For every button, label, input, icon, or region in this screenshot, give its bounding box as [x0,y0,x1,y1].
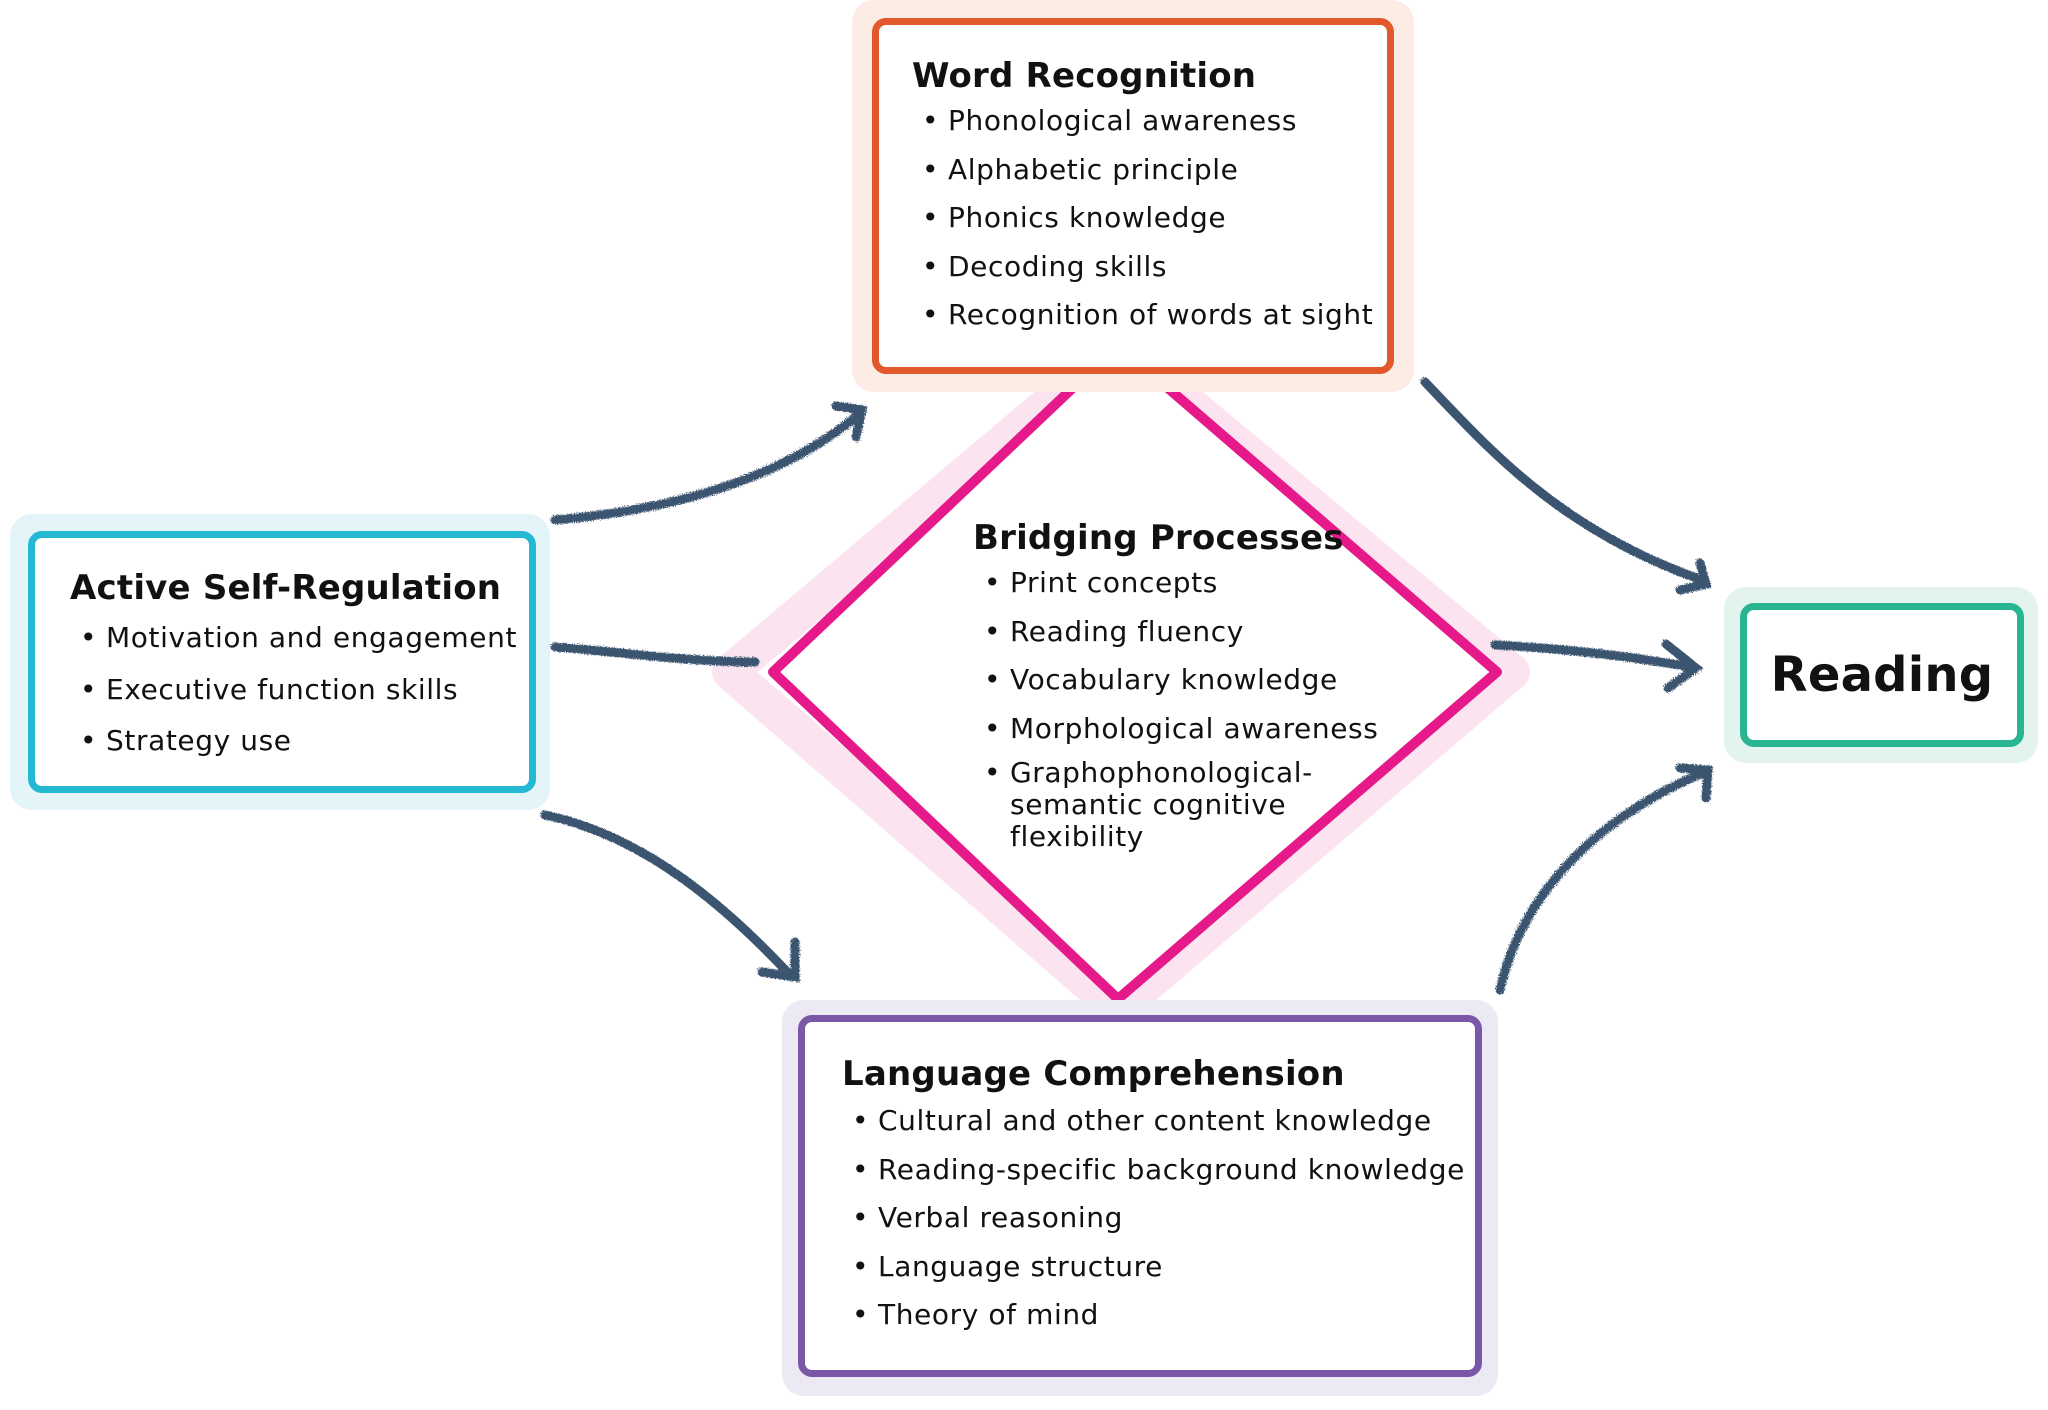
bridging-processes-list: Print concepts Reading fluency Vocabular… [984,563,1378,853]
word-recognition-list: Phonological awareness Alphabetic princi… [922,101,1373,344]
arrow-bridging-to-reading [1490,640,1697,672]
list-item: Executive function skills [80,670,517,722]
list-item: Graphophonological-semantic cognitive fl… [984,757,1340,853]
list-item: Phonics knowledge [922,198,1373,247]
list-item: Phonological awareness [922,101,1373,150]
bridging-processes-title: Bridging Processes [973,518,1344,558]
language-comprehension-title: Language Comprehension [842,1054,1345,1094]
list-item: Motivation and engagement [80,618,517,670]
self-regulation-title: Active Self-Regulation [70,568,502,608]
list-item: Verbal reasoning [852,1198,1465,1247]
self-regulation-list: Motivation and engagement Executive func… [80,618,517,773]
reading-title: Reading [1770,647,1994,703]
list-item: Cultural and other content knowledge [852,1101,1465,1150]
list-item: Vocabulary knowledge [984,660,1378,709]
arrowhead-word-recognition-to-reading [1675,558,1712,595]
word-recognition-title: Word Recognition [912,56,1257,96]
arrow-word-recognition-to-reading [1420,377,1707,585]
list-item: Strategy use [80,721,517,773]
arrowhead-self-regulation-to-word-recognition [831,401,868,442]
list-item: Alphabetic principle [922,150,1373,199]
arrow-language-comprehension-to-reading [1495,767,1710,995]
list-item: Language structure [852,1247,1465,1296]
list-item: Theory of mind [852,1295,1465,1344]
list-item: Reading fluency [984,612,1378,661]
arrowhead-self-regulation-to-language-comprehension [757,937,800,983]
list-item: Reading-specific background knowledge [852,1150,1465,1199]
reading-box [1740,603,2024,747]
arrow-self-regulation-to-word-recognition [550,410,863,525]
arrow-self-regulation-to-bridging [550,642,760,667]
arrowhead-bridging-to-reading [1661,639,1704,693]
language-comprehension-list: Cultural and other content knowledge Rea… [852,1101,1465,1344]
list-item: Print concepts [984,563,1378,612]
list-item: Decoding skills [922,247,1373,296]
list-item: Recognition of words at sight [922,295,1373,344]
arrowhead-language-comprehension-to-reading [1675,763,1713,803]
arrow-self-regulation-to-language-comprehension [540,810,795,980]
list-item: Morphological awareness [984,709,1378,758]
